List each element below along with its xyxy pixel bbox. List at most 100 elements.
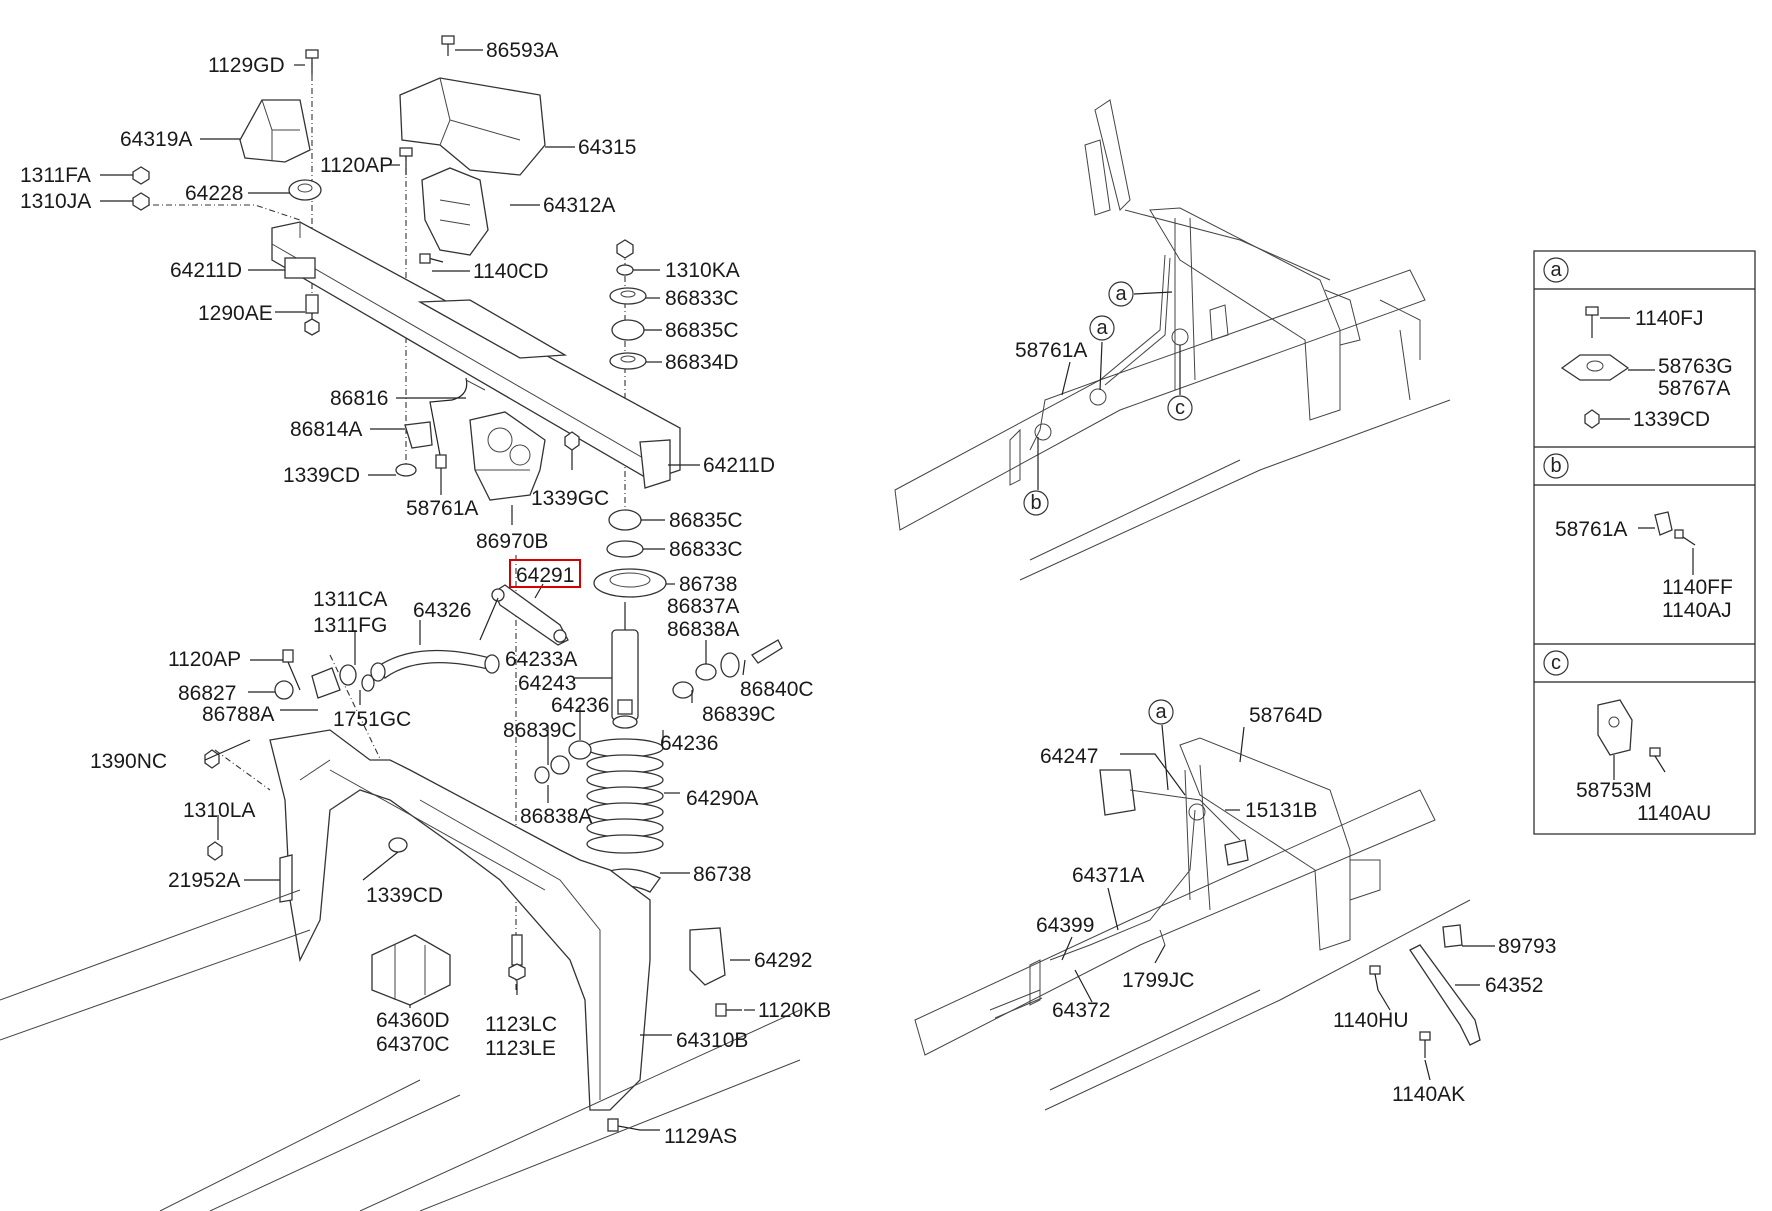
label-64233A: 64233A [505,648,577,671]
legend-label-58761A: 58761A [1555,518,1627,541]
label-64290A: 64290A [686,787,758,810]
left-leader-lines [100,49,755,1131]
label-86839C-right: 86839C [702,703,776,726]
label-1799JC: 1799JC [1122,969,1194,992]
label-1311FA: 1311FA [20,164,91,187]
legend-callout-c-text: c [1551,652,1561,674]
label-86839C-left: 86839C [503,719,577,742]
legend-label-58767A: 58767A [1658,377,1730,400]
label-64371A: 64371A [1072,864,1144,887]
upper-frame-view [894,99,1451,581]
callout-a-2-text: a [1096,317,1108,339]
legend-label-58753M: 58753M [1576,779,1652,802]
label-1310LA: 1310LA [183,799,255,822]
callout-c-1 [1167,395,1193,421]
label-1339GC: 1339GC [531,487,609,510]
label-1290AE: 1290AE [198,302,273,325]
label-1129AS: 1129AS [664,1125,737,1148]
callout-a-3-text: a [1155,701,1167,723]
upper-frame-callouts: a a c b 58761A [1015,281,1193,516]
label-64211D-left: 64211D [170,259,242,282]
label-1310KA: 1310KA [665,259,740,282]
label-64211D-right: 64211D [703,454,775,477]
label-86837A: 86837A [667,595,739,618]
label-64312A: 64312A [543,194,615,217]
front-suspension-assembly [0,35,801,1211]
legend-callout-a-text: a [1550,259,1562,281]
callout-a-1 [1108,281,1134,307]
label-86738-bot: 86738 [693,863,751,886]
label-86833C-top: 86833C [665,287,739,310]
label-1311CA: 1311CA [313,588,387,611]
label-86835C-bot: 86835C [669,509,743,532]
legend-callout-b [1543,453,1569,479]
callout-b-1-text: b [1030,492,1041,514]
label-1140CD: 1140CD [473,260,549,283]
callout-c-1-text: c [1175,397,1185,419]
label-86738-top: 86738 [679,573,737,596]
label-86788A: 86788A [202,703,274,726]
label-1123LE: 1123LE [485,1037,556,1060]
label-64370C: 64370C [376,1033,450,1056]
legend-callout-a [1543,257,1569,283]
label-64319A: 64319A [120,128,192,151]
label-1140HU: 1140HU [1333,1009,1409,1032]
label-64360D: 64360D [376,1009,450,1032]
lower-frame-view [914,737,1481,1111]
label-1751GC: 1751GC [333,708,411,731]
label-1120AP-top: 1120AP [320,154,393,177]
label-1140AK: 1140AK [1392,1083,1465,1106]
legend-label-1140AU: 1140AU [1637,802,1711,825]
legend-callout-c [1543,650,1569,676]
label-86970B: 86970B [476,530,548,553]
label-58761A-mid: 58761A [406,497,478,520]
callout-b-1 [1023,490,1049,516]
label-1339CD-low: 1339CD [366,884,443,907]
label-64326: 64326 [413,599,471,622]
label-86840C: 86840C [740,678,814,701]
label-1390NC: 1390NC [90,750,167,773]
label-1120KB: 1120KB [758,999,831,1022]
label-89793: 89793 [1498,935,1556,958]
label-1120AP-low: 1120AP [168,648,241,671]
label-64236-a: 64236 [551,694,609,717]
legend-label-1140FF: 1140FF [1662,576,1733,599]
highlight-box-64291 [509,559,581,588]
left-part-labels: 1129GD 86593A 64319A 64315 1120AP 1311FA… [20,39,831,1148]
label-86814A: 86814A [290,418,362,441]
label-86833C-bot: 86833C [669,538,743,561]
label-86835C-top: 86835C [665,319,739,342]
callout-a-3 [1148,699,1174,725]
label-64352: 64352 [1485,974,1543,997]
label-1339CD-mid: 1339CD [283,464,360,487]
detail-legend: a b c 1140FJ 58763G 58767A 1339CD 58761A… [1533,250,1756,835]
label-64243: 64243 [518,672,576,695]
callout-a-1-text: a [1115,283,1127,305]
lower-frame-callouts: a 58764D 64247 15131B 64371A 64399 1799J… [1036,699,1556,1106]
label-64247: 64247 [1040,745,1098,768]
label-86838A-top: 86838A [667,618,739,641]
callout-a-2 [1089,315,1115,341]
label-86593A: 86593A [486,39,558,62]
legend-label-1140FJ: 1140FJ [1635,307,1704,330]
label-1310JA: 1310JA [20,190,91,213]
legend-label-1339CD: 1339CD [1633,408,1710,431]
label-58764D: 58764D [1249,704,1323,727]
label-86816: 86816 [330,387,388,410]
label-64236-b: 64236 [660,732,718,755]
legend-label-1140AJ: 1140AJ [1662,599,1732,622]
label-1311FG: 1311FG [313,614,387,637]
label-64399: 64399 [1036,914,1094,937]
legend-callout-b-text: b [1550,455,1561,477]
label-64228: 64228 [185,182,243,205]
label-64310B: 64310B [676,1029,748,1052]
label-86834D: 86834D [665,351,739,374]
label-86838A-bot: 86838A [520,805,592,828]
label-64291: 64291 [516,564,574,587]
label-64315: 64315 [578,136,636,159]
legend-label-58763G: 58763G [1658,355,1733,378]
label-1129GD: 1129GD [208,54,285,77]
label-58761A-right: 58761A [1015,339,1087,362]
label-15131B: 15131B [1245,799,1317,822]
